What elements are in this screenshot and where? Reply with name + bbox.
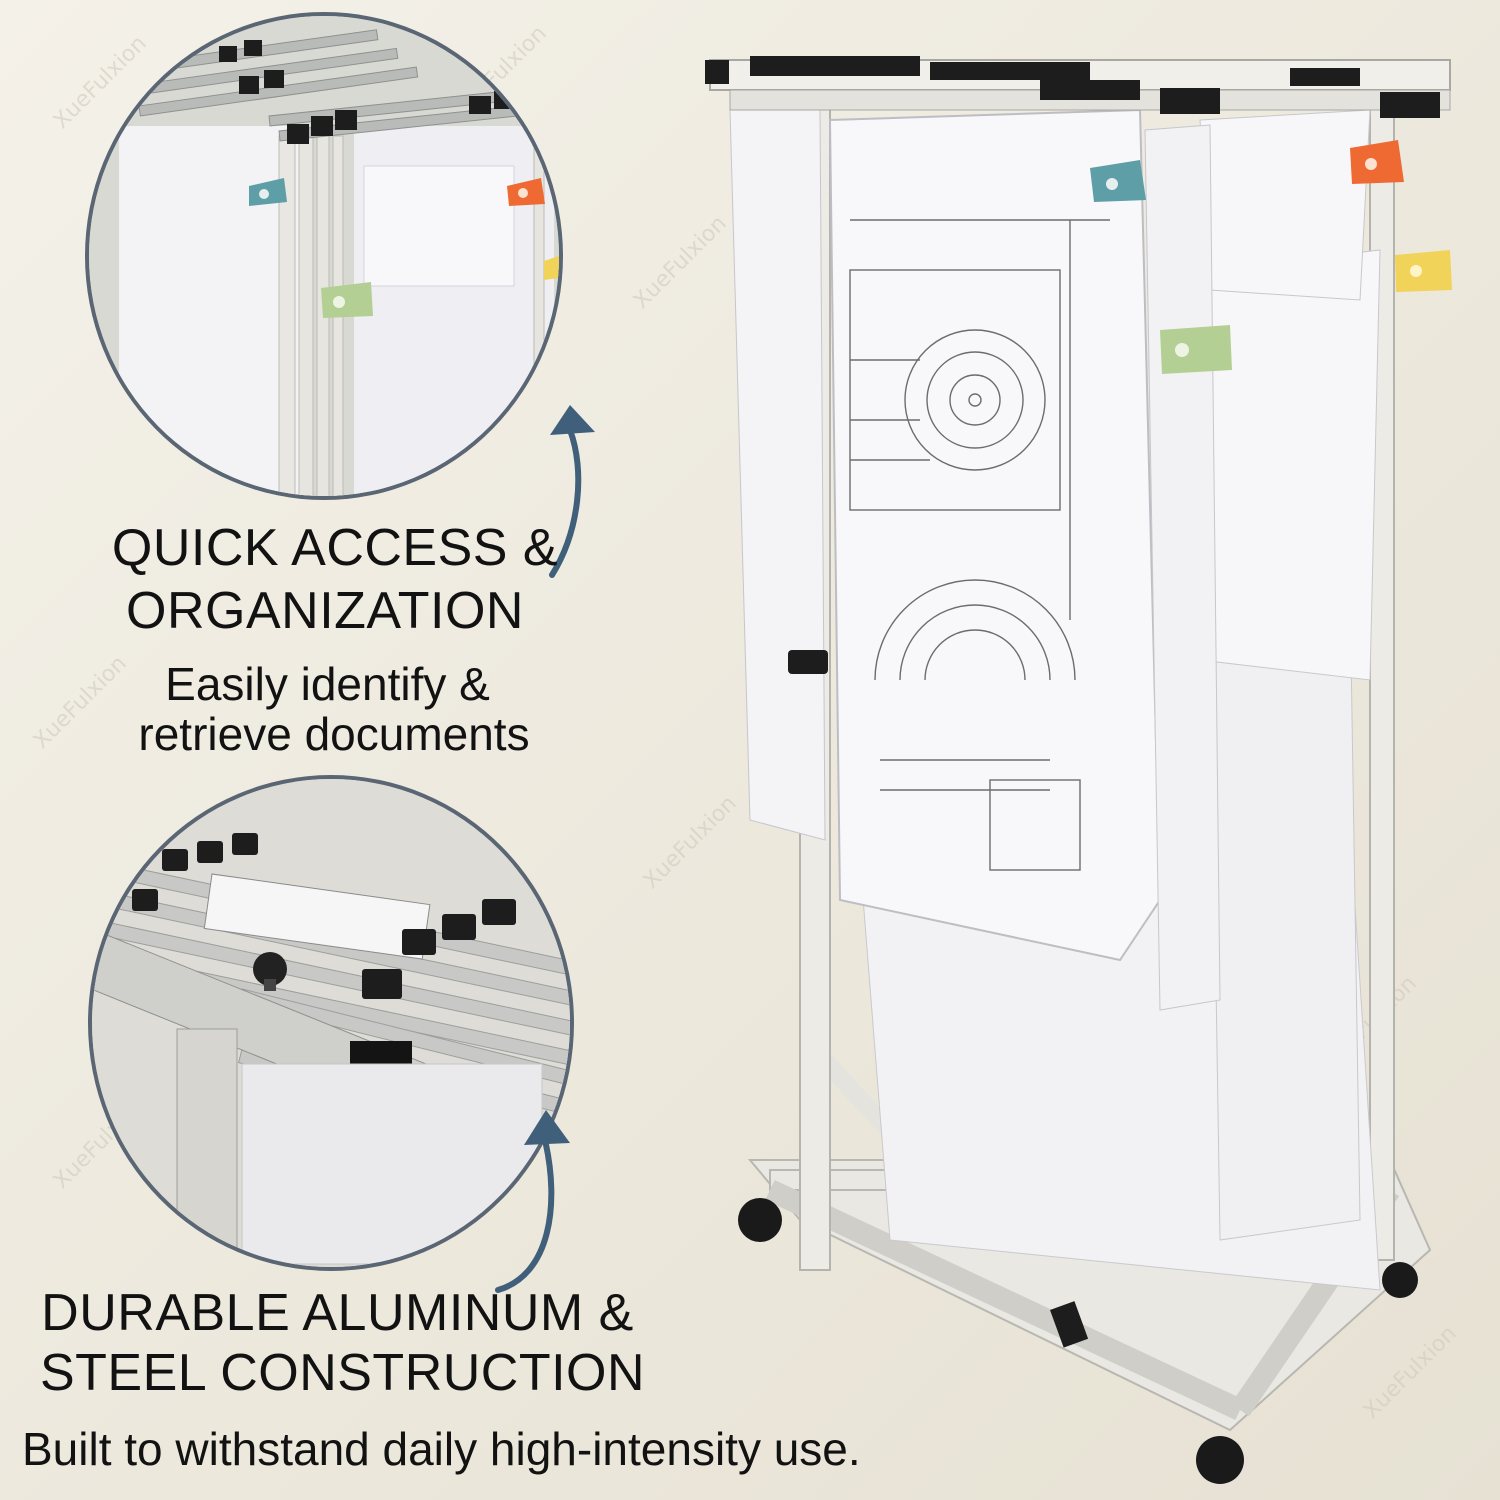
tabs-closeup-illustration <box>89 16 559 496</box>
plan-rack-product-image <box>705 56 1452 1484</box>
feature-top-sub-1: Easily identify & <box>165 658 490 710</box>
curved-arrow-icon <box>495 1110 570 1293</box>
feature-top-sub-2: retrieve documents <box>138 708 530 760</box>
feature-top-headline-2: ORGANIZATION <box>126 582 524 640</box>
blueprint-drawing <box>849 219 1110 871</box>
feature-bottom-headline-1: DURABLE ALUMINUM & <box>41 1284 634 1342</box>
zoom-circle-frame <box>88 775 574 1271</box>
curved-arrow-icon <box>549 405 595 578</box>
zoom-circle-tabs <box>85 12 563 500</box>
feature-top-headline-1: QUICK ACCESS & <box>111 519 559 577</box>
feature-bottom-headline-2: STEEL CONSTRUCTION <box>39 1344 646 1402</box>
feature-bottom-sub-1: Built to withstand daily high-intensity … <box>22 1423 861 1475</box>
